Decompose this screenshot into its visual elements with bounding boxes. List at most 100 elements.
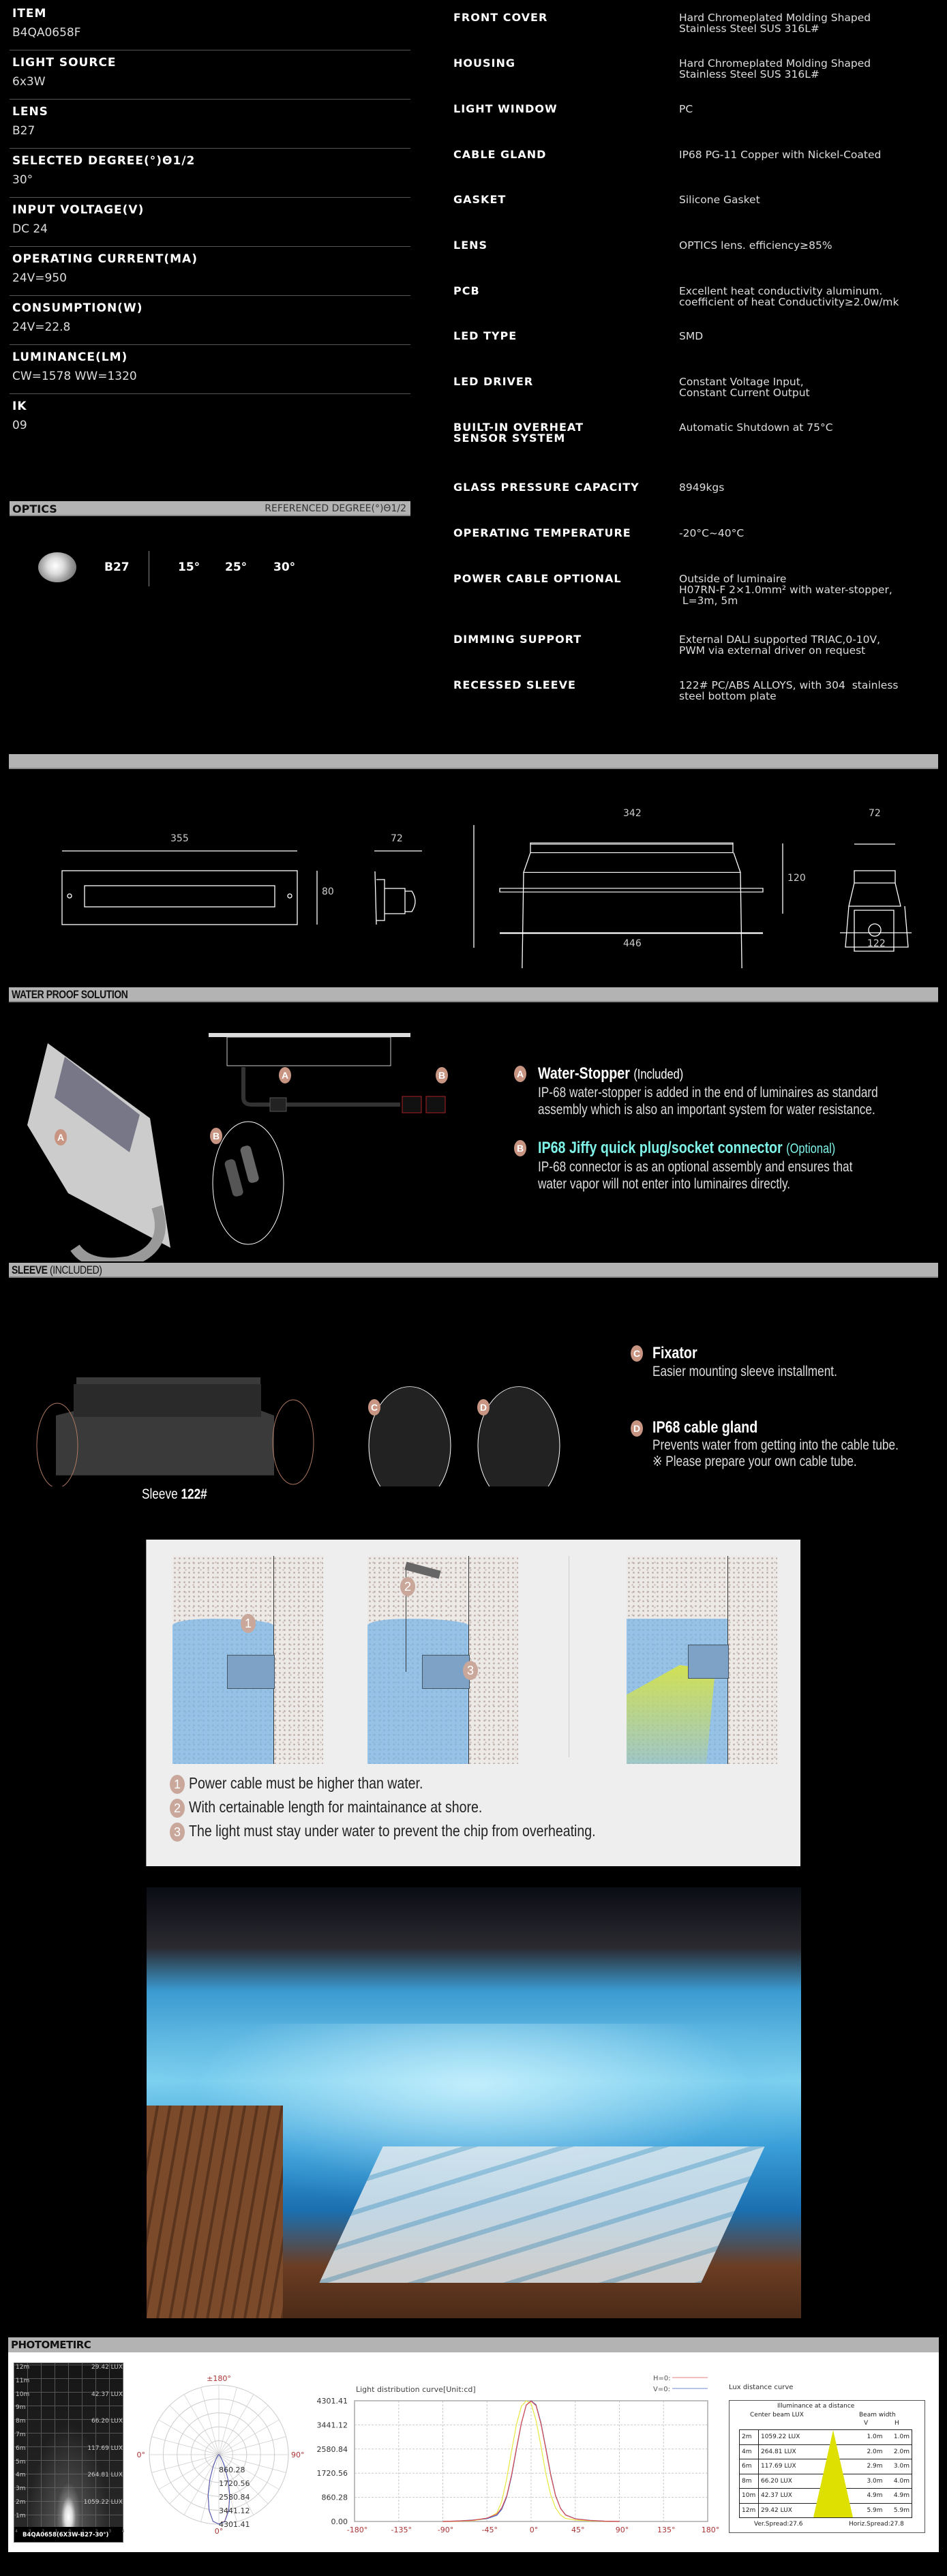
x-tick-label: -135° <box>391 2526 412 2534</box>
connector-badge: B <box>514 1140 526 1156</box>
x-tick-label: 90° <box>616 2526 629 2534</box>
install-illustration-1 <box>172 1556 323 1764</box>
step-text: The light must stay under water to preve… <box>189 1822 596 1840</box>
polar-angle-top: ±180° <box>207 2374 231 2383</box>
fixator-badge: C <box>631 1345 643 1362</box>
spec-label: LENS <box>12 105 48 119</box>
distance-label: 9m <box>16 2404 26 2412</box>
spec-value: External DALI supported TRIAC,0-10V, PWM… <box>679 633 881 657</box>
spec-value: Hard Chromeplated Molding Shaped Stainle… <box>679 12 871 35</box>
sleeve-caption-text: Sleeve <box>142 1486 178 1502</box>
spec-label: LENS <box>453 239 488 252</box>
spec-separator <box>10 393 410 394</box>
fixator-title: Fixator <box>652 1344 697 1362</box>
polar-ring-label: 3441.12 <box>219 2506 250 2515</box>
spec-label: ITEM <box>12 7 47 20</box>
connector-name: IP68 Jiffy quick plug/socket connector <box>538 1139 783 1157</box>
spec-value: Automatic Shutdown at 75°C <box>679 421 833 434</box>
spec-value: 24V=22.8 <box>12 320 71 334</box>
x-tick: 0 <box>68 2529 72 2534</box>
polar-curve-1 <box>207 2454 230 2525</box>
lux-table-heading: Illuminance at a distance <box>777 2403 855 2410</box>
polar-spoke <box>158 2454 220 2490</box>
spec-label: GASKET <box>453 193 507 206</box>
waterproof-title: WATER PROOF SOLUTION <box>12 988 128 1001</box>
dimension-drawings <box>61 825 912 968</box>
spec-value: Hard Chromeplated Molding Shaped Stainle… <box>679 57 871 80</box>
lux-cell: 10m <box>739 2488 759 2504</box>
polar-spoke <box>218 2387 237 2455</box>
legend-label: V=0: <box>653 2386 670 2393</box>
polar-angle-right: 90° <box>291 2451 305 2459</box>
lux-cell: 1059.22 LUX <box>757 2429 854 2445</box>
x-tick: 2 <box>42 2529 45 2534</box>
spec-value: PC <box>679 103 693 115</box>
x-tick-label: 135° <box>657 2526 676 2534</box>
x-tick-label: 180° <box>702 2526 720 2534</box>
lux-cell: 5.9m <box>853 2502 885 2518</box>
lux-cell: 1.0m <box>853 2429 885 2445</box>
spec-value: IP68 PG-11 Copper with Nickel-Coated <box>679 149 882 161</box>
desc-line: assembly which is also an important syst… <box>538 1102 875 1118</box>
spec-label: LED DRIVER <box>453 375 534 388</box>
spec-label: OPERATING CURRENT(MA) <box>12 252 198 266</box>
lux-cell: 5.9m <box>884 2502 912 2518</box>
lux-label: 1059.22 LUX <box>83 2499 123 2506</box>
polar-ring-label: 4301.41 <box>219 2520 250 2529</box>
dim-sleeve-height: 120 <box>787 873 806 884</box>
photometric-title: PHOTOMETIRC <box>11 2339 91 2351</box>
desc-line: ※ Please prepare your own cable tube. <box>652 1454 857 1469</box>
spec-value: B27 <box>12 124 35 138</box>
spec-separator <box>10 344 410 345</box>
sleeve-side-view <box>845 870 909 952</box>
gland-badge-img: D <box>477 1399 490 1416</box>
gland-badge: D <box>631 1420 643 1437</box>
lux-image-caption-bar <box>14 2527 123 2542</box>
distance-label: 7m <box>16 2431 26 2438</box>
spec-value: 24V=950 <box>12 271 67 285</box>
spec-label: FRONT COVER <box>453 11 548 24</box>
degree-25: 25° <box>225 560 247 574</box>
polar-spoke <box>218 2454 280 2490</box>
spec-value: 09 <box>12 419 27 432</box>
distance-label: 12m <box>16 2364 30 2371</box>
spec-separator <box>10 197 410 198</box>
spec-separator <box>10 148 410 149</box>
spec-label: IK <box>12 400 27 413</box>
dim-side-width: 72 <box>391 833 403 844</box>
dim-sleeve-side-bottom: 122 <box>867 938 886 949</box>
lux-label: 29.42 LUX <box>91 2364 123 2371</box>
sleeve-title: SLEEVE <box>12 1263 48 1276</box>
spec-separator <box>10 99 410 100</box>
spec-separator <box>10 295 410 296</box>
water-stopper-tag: (Included) <box>633 1067 684 1082</box>
lux-label: 117.69 LUX <box>87 2444 123 2452</box>
spec-label: LUMINANCE(LM) <box>12 350 128 364</box>
step-badge: 1 <box>170 1775 185 1794</box>
polar-spoke <box>218 2454 269 2504</box>
dim-sleeve-bottom: 446 <box>623 938 642 949</box>
distance-label: 4m <box>16 2472 26 2479</box>
y-tick-label: 860.28 <box>322 2493 348 2502</box>
spec-value: SMD <box>679 330 704 342</box>
y-tick-label: 1720.56 <box>317 2469 348 2478</box>
lux-cell: 8m <box>739 2473 759 2489</box>
lux-table-box <box>729 2400 925 2533</box>
x-tick-label: -90° <box>438 2526 453 2534</box>
callout-b-badge: B <box>436 1067 448 1083</box>
polar-spoke <box>218 2436 286 2455</box>
dim-height: 80 <box>322 886 334 897</box>
step-badge: 3 <box>170 1823 185 1842</box>
desc-line: IP-68 water-stopper is added in the end … <box>538 1085 878 1100</box>
install-illustration-3 <box>627 1556 777 1764</box>
install-illustration-2 <box>367 1556 518 1764</box>
lens-name: B27 <box>104 560 130 574</box>
lux-image-caption: B4QA0658(6X3W-B27-30°) <box>22 2532 109 2538</box>
degree-30: 30° <box>273 560 296 574</box>
sleeve-caption: Sleeve 122# <box>142 1486 207 1503</box>
lux-cell: 3.0m <box>853 2473 885 2489</box>
water-stopper-badge: A <box>514 1066 526 1082</box>
optics-header: OPTICS REFERENCED DEGREE(°)Θ1/2 <box>10 501 410 516</box>
